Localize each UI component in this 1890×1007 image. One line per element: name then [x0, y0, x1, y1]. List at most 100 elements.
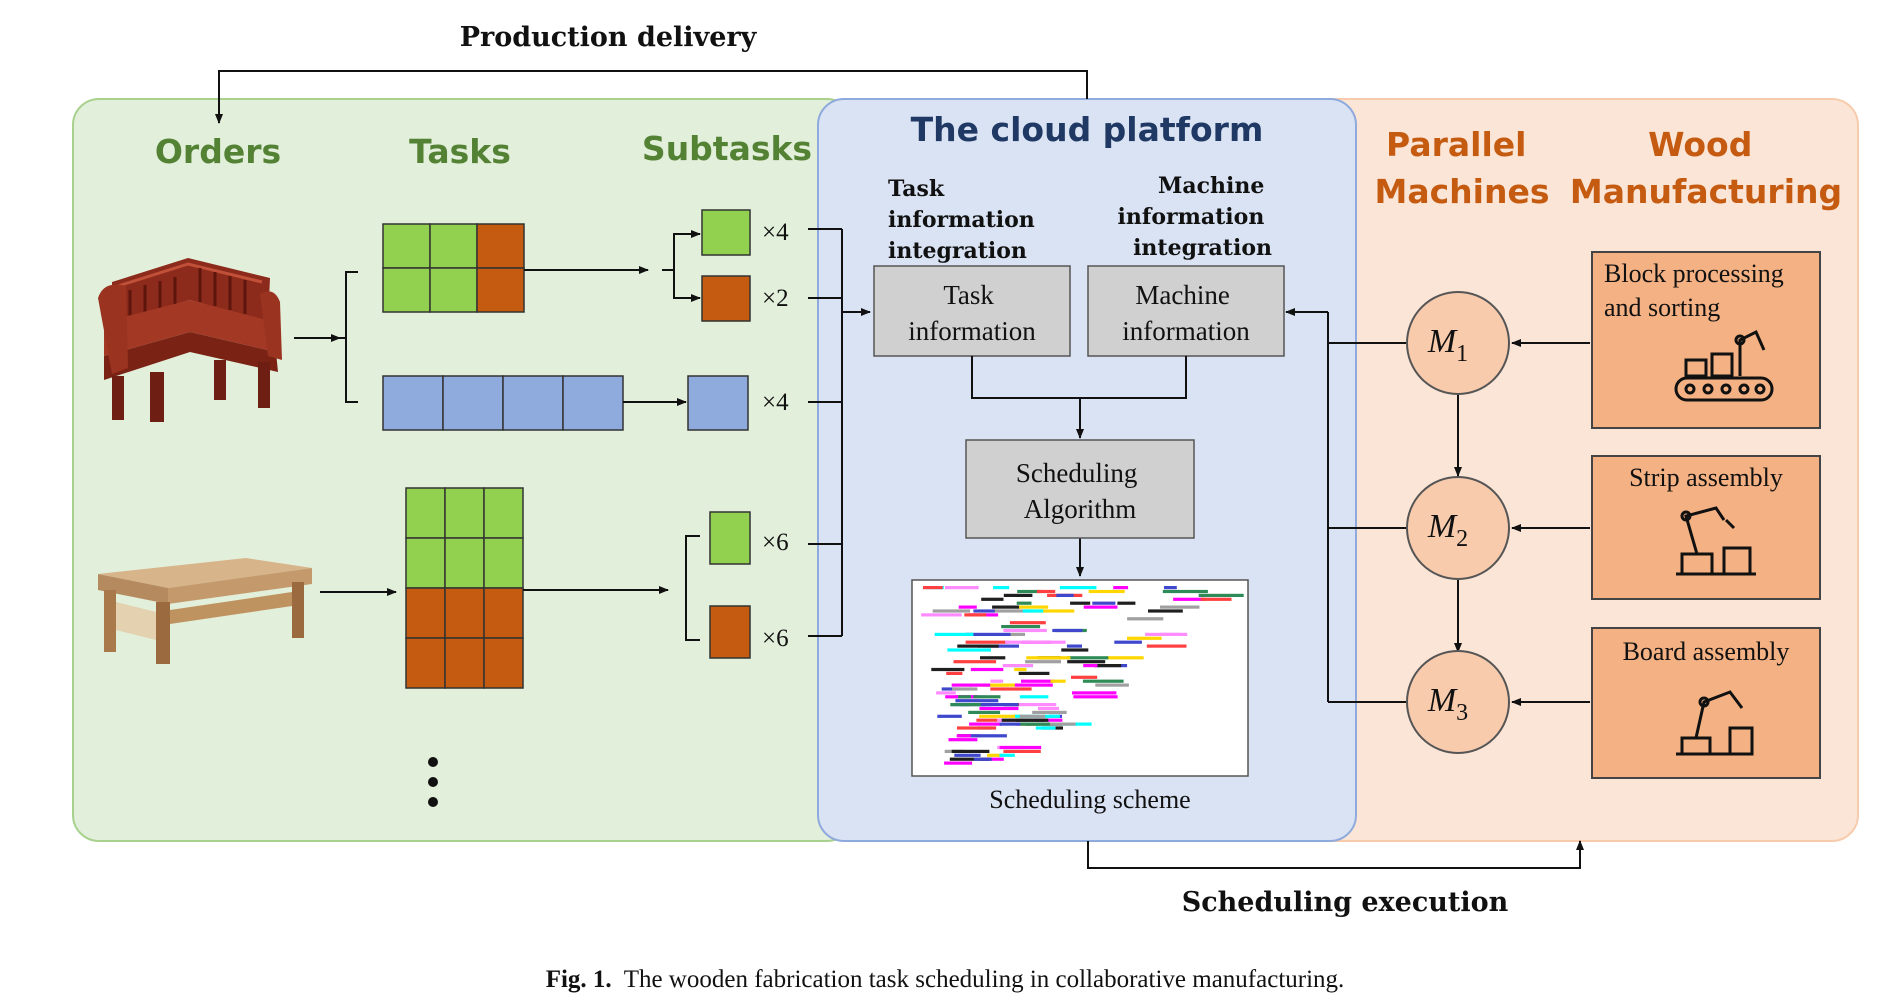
gantt-bar	[1017, 589, 1042, 594]
gantt-bar	[1019, 605, 1049, 609]
machine-information-box: Machine information	[1087, 265, 1285, 357]
gantt-bar	[1113, 586, 1129, 590]
gantt-bar	[969, 722, 1002, 726]
gantt-bar	[1066, 644, 1082, 648]
scheduling-execution-arrow	[1087, 840, 1584, 869]
gantt-bar	[1095, 683, 1129, 687]
gantt-bar	[979, 706, 1019, 711]
gantt-bar	[948, 738, 978, 742]
gantt-bar	[1025, 660, 1061, 664]
gantt-bar	[932, 609, 971, 613]
gantt-bar	[980, 703, 1018, 707]
orders-header: Orders	[155, 132, 281, 171]
robot-arm-icon	[1676, 690, 1754, 756]
gantt-bar	[1198, 593, 1244, 597]
gantt-bar	[1072, 691, 1117, 695]
gantt-bar	[982, 644, 1019, 648]
gantt-bar	[1016, 718, 1049, 722]
gantt-bar	[999, 722, 1020, 726]
svg-text:Block processing and sor: Block processing and sorting	[1604, 259, 1790, 322]
gantt-bar	[965, 640, 1009, 644]
gantt-bar	[950, 703, 986, 707]
gantt-bar	[1014, 683, 1053, 687]
gantt-bar	[957, 726, 997, 730]
gantt-bar	[1032, 710, 1067, 714]
gantt-bar	[1038, 706, 1060, 711]
machine-integration-label: Machine information integration	[1118, 173, 1272, 261]
multiplier-5: ×6	[762, 625, 789, 652]
gantt-bar	[1059, 586, 1097, 590]
sofa-image	[98, 258, 282, 422]
gantt-bar	[1056, 593, 1074, 597]
gantt-bar	[973, 609, 995, 613]
machine-m3: M3	[1406, 650, 1510, 754]
gantt-bar	[1127, 617, 1164, 621]
gantt-bar	[980, 656, 1006, 660]
process-board-assembly: Board assembly	[1591, 627, 1821, 779]
gantt-bar	[1003, 749, 1041, 753]
assembly-robot-icon	[1676, 506, 1756, 576]
gantt-bar	[953, 660, 997, 664]
gantt-bar	[1050, 679, 1066, 683]
gantt-bar	[1021, 679, 1054, 683]
gantt-bar	[1018, 703, 1057, 707]
gantt-bar	[1083, 605, 1118, 609]
gantt-bar	[1094, 664, 1122, 668]
gantt-bar	[1159, 632, 1188, 636]
gantt-bar	[921, 613, 962, 617]
gantt-bar	[990, 687, 1032, 691]
gantt-bar	[923, 586, 943, 590]
gantt-bar	[993, 586, 1010, 590]
svg-text:M1: M1	[1427, 323, 1468, 367]
gantt-bar	[955, 699, 999, 703]
gantt-bar	[937, 714, 962, 718]
gantt-bar	[969, 683, 991, 687]
machine-m1: M1	[1406, 291, 1510, 395]
gantt-bar	[1114, 640, 1142, 644]
gantt-bar	[968, 710, 1001, 714]
gantt-bar	[1049, 722, 1076, 726]
gantt-bar	[999, 753, 1015, 757]
gantt-bar	[990, 679, 1004, 683]
gantt-bar	[1052, 628, 1083, 633]
svg-text:Scheduling Algorithm: Scheduling Algorithm	[1016, 458, 1144, 524]
gantt-bar	[1022, 609, 1044, 613]
process-strip-assembly: Strip assembly	[1591, 455, 1821, 600]
task-grid-sofa-b	[382, 375, 624, 431]
gantt-bar	[973, 757, 992, 761]
gantt-bar	[944, 761, 973, 765]
gantt-bar	[1088, 589, 1125, 594]
gantt-bar	[934, 632, 974, 636]
gantt-bar	[1173, 597, 1206, 601]
gantt-bar	[1160, 605, 1200, 609]
gantt-bar	[1016, 601, 1032, 605]
gantt-bar	[1005, 640, 1046, 644]
gantt-bar	[1003, 628, 1047, 633]
subtasks-header: Subtasks	[642, 129, 812, 168]
gantt-bar	[980, 757, 1004, 761]
subtask-squares	[687, 209, 751, 659]
gantt-bar	[1030, 609, 1075, 613]
multiplier-1: ×4	[762, 219, 789, 246]
figure-caption: Fig. 1.The wooden fabrication task sched…	[546, 966, 1345, 993]
svg-text:Board assembly: Board assembly	[1623, 637, 1790, 666]
gantt-bar	[1036, 589, 1056, 594]
gantt-bar	[994, 609, 1033, 613]
scheduling-scheme-label: Scheduling scheme	[989, 785, 1190, 814]
task-information-box: Task information	[873, 265, 1071, 357]
subtask-bus	[808, 228, 871, 637]
gantt-bar	[957, 644, 981, 648]
task-subtask-connectors	[523, 230, 701, 641]
task-grid-table	[405, 487, 524, 689]
machines-bus	[1285, 308, 1462, 703]
gantt-bar	[1010, 632, 1026, 636]
gantt-bar	[958, 695, 971, 699]
gantt-bar	[999, 745, 1042, 750]
task-integration-label: Task information integration	[888, 176, 1042, 264]
gantt-bar	[958, 605, 977, 609]
gantt-bar	[1083, 664, 1098, 668]
process-block-processing: Block processing and sorting	[1591, 251, 1821, 429]
gantt-bar	[978, 644, 999, 648]
production-delivery-label: Production delivery	[460, 22, 758, 53]
